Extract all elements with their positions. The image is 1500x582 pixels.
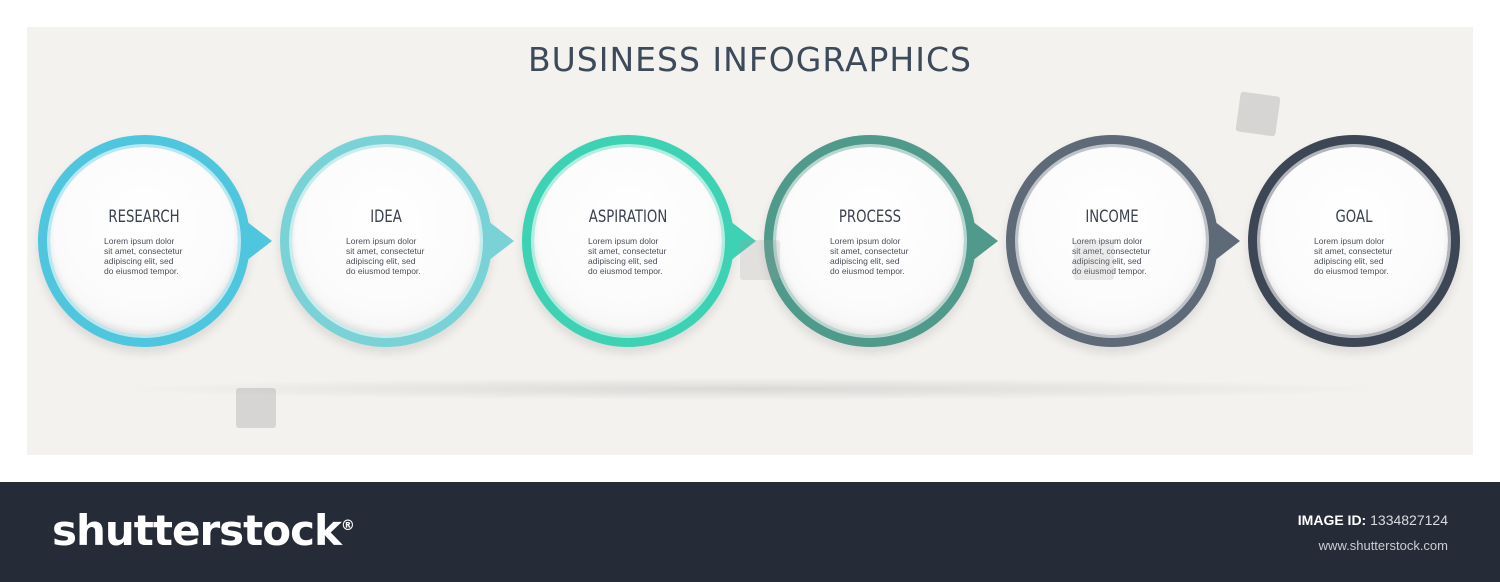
infographic-title: BUSINESS INFOGRAPHICS <box>528 40 972 79</box>
step-face <box>1260 147 1448 335</box>
watermark-mark <box>740 240 780 280</box>
step-label: IDEA <box>370 207 402 227</box>
step-label: GOAL <box>1335 207 1373 227</box>
step-description: Lorem ipsum dolor sit amet, consectetur … <box>588 236 667 276</box>
step-arrow <box>246 221 272 261</box>
shutterstock-logo[interactable]: shutterstock® <box>52 506 355 555</box>
footer-bar: shutterstock® IMAGE ID: 1334827124 www.s… <box>0 482 1500 582</box>
step-label: PROCESS <box>838 207 902 227</box>
image-id-label: IMAGE ID: <box>1297 512 1367 528</box>
step-arrow <box>730 221 756 261</box>
brand-text: shutterstock <box>52 506 342 555</box>
step-income: INCOME Lorem ipsum dolor sit amet, conse… <box>1006 135 1240 347</box>
watermark-mark <box>1235 91 1281 137</box>
watermark-mark <box>236 388 276 428</box>
step-arrow <box>1214 221 1240 261</box>
step-research: RESEARCH Lorem ipsum dolor sit amet, con… <box>38 135 272 347</box>
step-face <box>292 147 480 335</box>
step-description: Lorem ipsum dolor sit amet, consectetur … <box>1072 236 1151 276</box>
watermark-mark <box>1074 240 1114 280</box>
step-face <box>534 147 722 335</box>
step-face <box>1018 147 1206 335</box>
step-aspiration: ASPIRATION Lorem ipsum dolor sit amet, c… <box>522 135 756 347</box>
step-face <box>776 147 964 335</box>
site-link[interactable]: www.shutterstock.com <box>1318 538 1448 553</box>
step-idea: IDEA Lorem ipsum dolor sit amet, consect… <box>280 135 514 347</box>
step-arrow <box>488 221 514 261</box>
step-description: Lorem ipsum dolor sit amet, consectetur … <box>104 236 183 276</box>
image-id-value: 1334827124 <box>1370 512 1448 528</box>
step-arrow <box>972 221 998 261</box>
floor-shadow <box>120 378 1380 400</box>
step-label: RESEARCH <box>108 207 180 227</box>
step-process: PROCESS Lorem ipsum dolor sit amet, cons… <box>764 135 998 347</box>
step-description: Lorem ipsum dolor sit amet, consectetur … <box>346 236 425 276</box>
image-id: IMAGE ID: 1334827124 <box>1298 512 1448 528</box>
step-label: ASPIRATION <box>588 207 668 227</box>
step-goal: GOAL Lorem ipsum dolor sit amet, consect… <box>1248 135 1460 347</box>
step-face <box>50 147 238 335</box>
registered-mark: ® <box>340 518 355 534</box>
step-description: Lorem ipsum dolor sit amet, consectetur … <box>1314 236 1393 276</box>
step-label: INCOME <box>1085 207 1139 227</box>
step-description: Lorem ipsum dolor sit amet, consectetur … <box>830 236 909 276</box>
